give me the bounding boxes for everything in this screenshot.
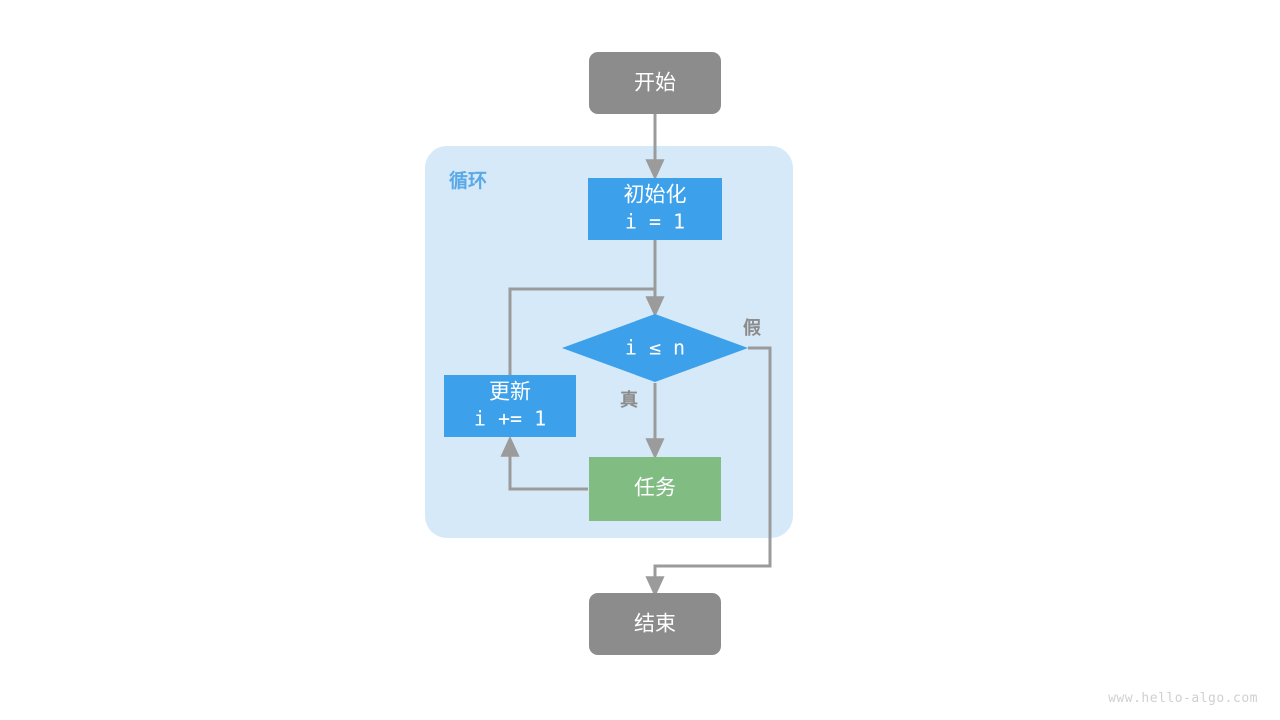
watermark: www.hello-algo.com xyxy=(1108,691,1258,706)
node-start-label: 开始 xyxy=(634,72,676,95)
node-end-label: 结束 xyxy=(634,613,676,636)
edge-label-true: 真 xyxy=(620,389,638,410)
node-init-label-line1: 初始化 xyxy=(624,184,687,207)
edge-label-false: 假 xyxy=(743,317,762,338)
node-condition[interactable]: i ≤ n xyxy=(562,314,748,382)
node-task-label: 任务 xyxy=(634,477,676,500)
node-start[interactable]: 开始 xyxy=(589,52,721,114)
node-update-label-line2: i += 1 xyxy=(474,407,546,431)
node-task[interactable]: 任务 xyxy=(589,457,721,521)
node-init[interactable]: 初始化 i = 1 xyxy=(588,178,722,240)
node-end[interactable]: 结束 xyxy=(589,593,721,655)
node-update[interactable]: 更新 i += 1 xyxy=(444,375,576,437)
edge-update-to-condition xyxy=(508,287,655,375)
edge-task-to-update xyxy=(500,435,588,491)
node-init-label-line2: i = 1 xyxy=(625,210,685,234)
loop-group-label: 循环 xyxy=(449,169,487,192)
node-condition-label: i ≤ n xyxy=(625,336,685,360)
node-update-label-line1: 更新 xyxy=(489,381,531,404)
edge-condition-false-to-end xyxy=(645,346,772,598)
